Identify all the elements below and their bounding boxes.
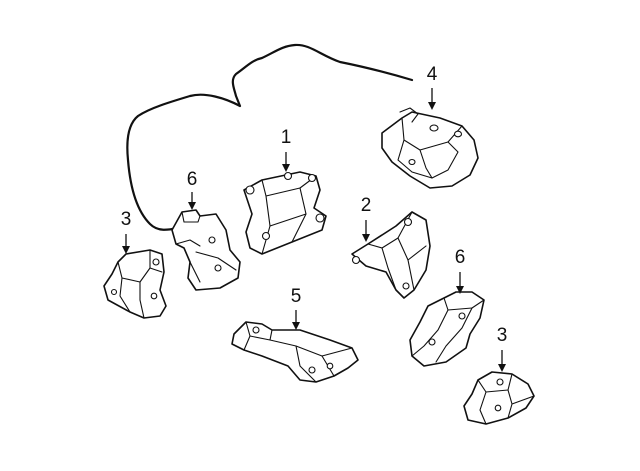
callout-number-2: 2 [360, 195, 372, 216]
part-3-mount-left [103, 249, 167, 319]
arrow-3-right [498, 350, 506, 372]
arrow-5 [292, 310, 300, 330]
part-4-mount [381, 107, 479, 189]
arrow-4 [428, 88, 436, 110]
callout-number-5: 5 [290, 286, 302, 307]
arrow-6-right [456, 272, 464, 294]
arrow-1 [282, 152, 290, 172]
callout-number-3-left: 3 [120, 209, 132, 230]
part-3-mount-right [463, 371, 535, 425]
callout-number-6-right: 6 [454, 247, 466, 268]
callout-number-4: 4 [426, 64, 438, 85]
arrow-2 [362, 220, 370, 242]
part-6-insulator-left [171, 209, 241, 291]
callout-number-1: 1 [280, 127, 292, 148]
part-2-bracket [351, 211, 431, 299]
arrow-3-left [122, 234, 130, 254]
arrow-6-left [188, 192, 196, 210]
part-1-bracket [243, 171, 327, 255]
callout-arrows [122, 88, 506, 372]
wire-harness-line [126, 43, 414, 231]
callout-number-6-left: 6 [186, 169, 198, 190]
part-6-insulator-right [409, 291, 485, 367]
callout-number-3-right: 3 [496, 325, 508, 346]
part-5-crossmember [231, 321, 359, 383]
